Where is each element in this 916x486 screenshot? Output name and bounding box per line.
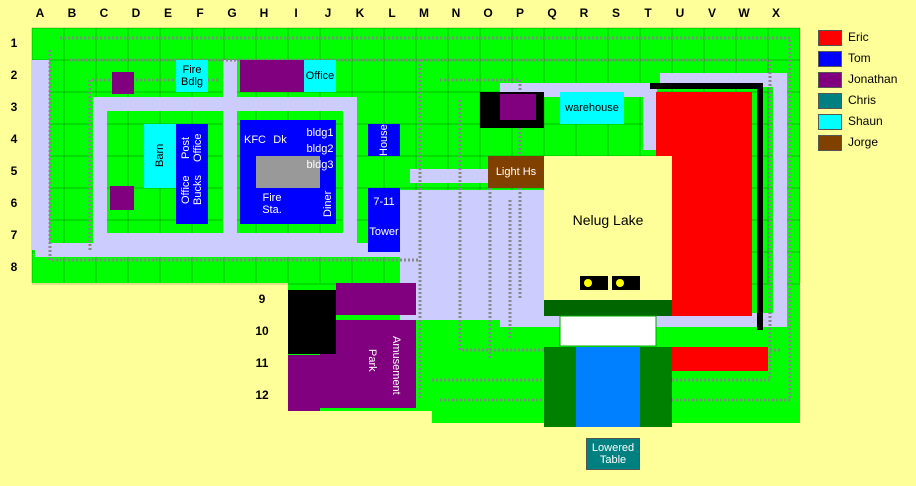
column-label: L <box>388 6 396 20</box>
warehouse-label: warehouse <box>565 102 619 114</box>
fire-sta-label: Fire Sta. <box>262 192 282 216</box>
row-label: 8 <box>10 260 18 274</box>
column-label: C <box>99 6 109 20</box>
legend-swatch <box>818 135 842 151</box>
shaun-barn <box>144 124 176 188</box>
legend-name: Jorge <box>848 135 879 149</box>
dk-label: Dk <box>273 134 287 146</box>
column-label: Q <box>547 6 557 20</box>
row-label: 7 <box>10 228 18 242</box>
legend-swatch <box>818 114 842 130</box>
jonathan-top <box>336 283 416 315</box>
fire-bdlg-label: Fire Bdlg <box>180 64 204 88</box>
row-label: 4 <box>10 132 18 146</box>
column-label: G <box>227 6 237 20</box>
road-inner-loop <box>93 97 357 247</box>
legend-item: Jorge <box>818 135 914 151</box>
row-label: 1 <box>10 36 18 50</box>
house-label: House <box>378 124 390 156</box>
column-label: W <box>738 6 750 20</box>
amusement-label: Amusement <box>390 335 402 395</box>
legend-name: Shaun <box>848 114 883 128</box>
road-top-right <box>500 83 657 150</box>
bldg3-label: bldg3 <box>306 159 334 171</box>
column-label: B <box>67 6 77 20</box>
column-label: V <box>707 6 716 20</box>
barn-label: Barn <box>154 143 166 167</box>
lake-blue <box>576 347 640 427</box>
column-label: P <box>515 6 524 20</box>
column-label: U <box>675 6 685 20</box>
lowered-table-label: Lowered Table <box>586 438 640 470</box>
bridge-white <box>559 315 657 347</box>
legend-swatch <box>818 93 842 109</box>
diner-label: Diner <box>322 190 334 218</box>
column-label: R <box>579 6 589 20</box>
legend-swatch <box>818 51 842 67</box>
column-label: X <box>771 6 780 20</box>
shaun-warehouse <box>560 92 624 124</box>
nelug-lake-label: Nelug Lake <box>572 212 644 228</box>
column-label: A <box>35 6 45 20</box>
office-top-label: Office <box>305 70 335 82</box>
row-label: 5 <box>10 164 18 178</box>
row-label: 10 <box>255 324 269 338</box>
column-label: D <box>131 6 141 20</box>
tom-house <box>368 124 400 156</box>
kfc-label: KFC <box>244 134 266 146</box>
bldg2-label: bldg2 <box>306 143 334 155</box>
column-label: S <box>611 6 620 20</box>
row-label: 12 <box>255 388 269 402</box>
column-label: E <box>163 6 172 20</box>
legend-name: Tom <box>848 51 871 65</box>
tom-block-post <box>176 124 208 224</box>
office-bucks-label: Office Bucks <box>180 175 204 205</box>
eric-block-2 <box>672 347 768 371</box>
legend-swatch <box>818 72 842 88</box>
column-label: T <box>644 6 652 20</box>
column-label: H <box>259 6 269 20</box>
bldg1-label: bldg1 <box>306 127 334 139</box>
legend-item: Tom <box>818 51 914 67</box>
shaun-office <box>304 60 336 92</box>
seven-eleven-label: 7-11 <box>373 196 395 208</box>
legend-name: Chris <box>848 93 877 107</box>
shaun-fire-bldg <box>176 60 208 92</box>
column-label: J <box>324 6 332 20</box>
legend-item: Eric <box>818 30 914 46</box>
column-label: F <box>196 6 204 20</box>
column-label: K <box>355 6 365 20</box>
tower-label: Tower <box>369 226 399 238</box>
light-hs-label: Light Hs <box>495 166 537 178</box>
park-label: Park <box>366 348 378 372</box>
yard-area <box>400 190 545 320</box>
parking-lot <box>256 156 320 188</box>
legend-item: Shaun <box>818 114 914 130</box>
row-label: 11 <box>255 356 269 370</box>
row-label: 2 <box>10 68 18 82</box>
column-label: N <box>451 6 461 20</box>
legend-name: Eric <box>848 30 869 44</box>
column-label: I <box>294 6 298 20</box>
row-label: 6 <box>10 196 18 210</box>
jorge-lighthouse <box>488 156 544 188</box>
column-label: M <box>419 6 429 20</box>
legend-item: Chris <box>818 93 914 109</box>
row-label: 3 <box>10 100 18 114</box>
tom-tower <box>368 188 400 252</box>
column-label: O <box>483 6 493 20</box>
row-label: 9 <box>258 292 266 306</box>
legend-swatch <box>818 30 842 46</box>
legend-name: Jonathan <box>848 72 898 86</box>
legend-item: Jonathan <box>818 72 914 88</box>
